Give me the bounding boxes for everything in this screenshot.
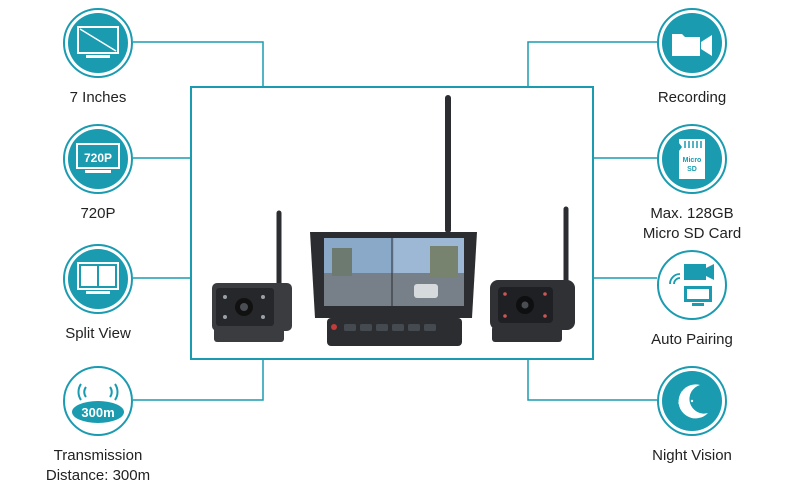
feature-auto-pairing: Auto Pairing — [617, 250, 767, 350]
feature-icon-circle — [63, 8, 133, 78]
video-folder-icon — [672, 34, 712, 56]
feature-720p: 720P 720P — [23, 124, 173, 224]
feature-label: Night Vision — [652, 447, 732, 464]
720p-badge-text: 720P — [84, 151, 112, 165]
feature-label-line2: Micro SD Card — [642, 225, 742, 242]
sd-card-text-sd: SD — [687, 166, 697, 173]
feature-icon-circle: 720P — [63, 124, 133, 194]
300m-badge-text: 300m — [81, 405, 114, 420]
feature-label: 7 Inches — [69, 89, 127, 106]
feature-transmission-distance: 300m Transmission Distance: 300m — [23, 366, 173, 486]
feature-label: 720P — [80, 205, 116, 222]
feature-icon-circle — [63, 244, 133, 314]
signal-range-icon: 300m — [72, 383, 124, 423]
left-camera — [212, 210, 292, 342]
feature-label: Recording — [657, 89, 727, 106]
product-illustration — [212, 95, 575, 346]
feature-icon-circle: 300m — [63, 366, 133, 436]
product-frame — [190, 86, 594, 360]
sd-card-text-micro: Micro — [683, 157, 702, 164]
right-camera — [490, 206, 575, 342]
feature-label: Auto Pairing — [651, 331, 733, 348]
720p-badge-icon: 720P — [76, 143, 120, 173]
feature-label-line1: Max. 128GB — [650, 205, 734, 222]
auto-pairing-icon — [669, 264, 714, 306]
feature-label-line2: Distance: 300m — [45, 467, 151, 484]
moon-stars-icon — [678, 384, 708, 419]
feature-7-inches: 7 Inches — [23, 8, 173, 108]
split-view-icon — [77, 262, 119, 294]
feature-label-line1: Transmission — [53, 447, 143, 464]
feature-label: Split View — [65, 325, 131, 342]
feature-night-vision: Night Vision — [617, 366, 767, 466]
feature-icon-circle — [657, 366, 727, 436]
micro-sd-card-icon: Micro SD — [679, 139, 705, 179]
monitor — [310, 95, 477, 346]
feature-split-view: Split View — [23, 244, 173, 344]
feature-label: Max. 128GB Micro SD Card — [617, 204, 767, 244]
feature-micro-sd-card: Micro SD Max. 128GB Micro SD Card — [617, 124, 767, 244]
feature-label: Transmission Distance: 300m — [23, 446, 173, 486]
monitor-screen-icon — [77, 26, 119, 58]
feature-icon-circle: Micro SD — [657, 124, 727, 194]
feature-recording: Recording — [617, 8, 767, 108]
feature-icon-circle — [657, 8, 727, 78]
feature-icon-circle — [657, 250, 727, 320]
